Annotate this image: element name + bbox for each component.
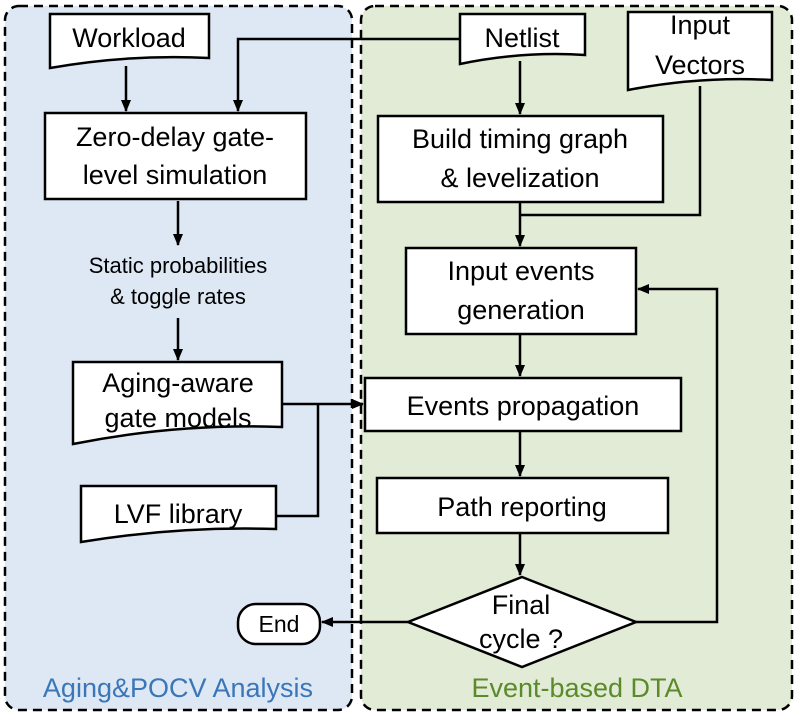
input-vectors-label-2: Vectors [655, 50, 745, 80]
aging-gate-models-label-2: gate models [104, 403, 251, 433]
decision-loop-arrow [636, 284, 719, 624]
events-propagation-label: Events propagation [407, 391, 640, 421]
aging-gate-models-label-1: Aging-aware [102, 368, 254, 398]
lvf-library-label: LVF library [114, 499, 243, 529]
final-cycle-decision [404, 575, 640, 669]
path-reporting-label: Path reporting [437, 492, 607, 522]
aging-pocv-panel-label: Aging&POCV Analysis [43, 673, 313, 703]
build-timing-graph-label-2: & levelization [440, 163, 599, 193]
vectors-to-join-line [520, 86, 702, 217]
zero-delay-sim-label-1: Zero-delay gate- [76, 122, 274, 152]
input-events-label-1: Input events [447, 256, 594, 286]
final-cycle-label-1: Final [492, 590, 551, 620]
workload-node [48, 12, 211, 70]
netlist-to-sim-arrow [233, 37, 460, 112]
end-node [236, 602, 322, 646]
input-vectors-node [626, 10, 774, 92]
end-label: End [259, 611, 300, 637]
lvf-library-node [79, 484, 278, 544]
static-prob-label-2: & toggle rates [110, 284, 246, 309]
event-dta-panel-label: Event-based DTA [471, 673, 682, 703]
build-timing-graph-label-1: Build timing graph [412, 124, 628, 154]
aging-gate-models-node [71, 360, 284, 446]
netlist-node [458, 12, 587, 66]
zero-delay-sim-node [43, 111, 308, 201]
input-vectors-label-1: Input [670, 10, 731, 40]
input-events-label-2: generation [457, 295, 585, 325]
connectors [121, 37, 719, 627]
zero-delay-sim-label-2: level simulation [83, 160, 268, 190]
path-reporting-node [375, 476, 670, 535]
build-timing-graph-node [376, 114, 665, 204]
input-events-node [404, 246, 638, 336]
workload-label: Workload [72, 23, 186, 53]
final-cycle-label-2: cycle ? [479, 624, 563, 654]
static-prob-label-1: Static probabilities [89, 253, 268, 278]
events-propagation-node [363, 376, 683, 433]
lvf-to-join-line [276, 404, 320, 518]
netlist-label: Netlist [484, 23, 560, 53]
